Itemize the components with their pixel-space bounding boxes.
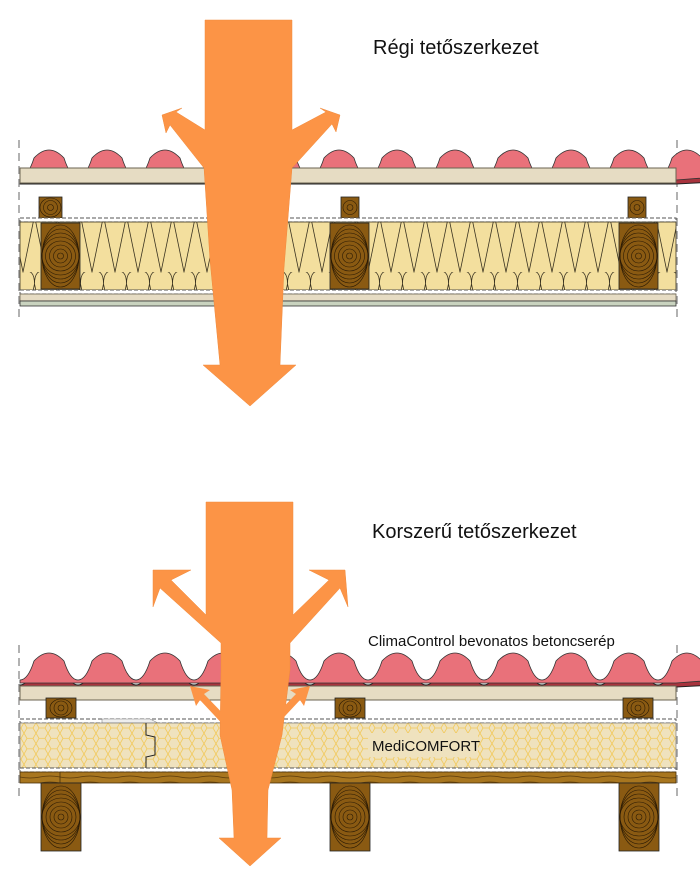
wood-grain-ring <box>330 224 369 288</box>
rafters <box>40 222 659 290</box>
wood-grain-ring <box>346 204 354 211</box>
wood-grain-ring <box>623 801 655 833</box>
vapor-membrane-top <box>19 217 677 223</box>
modern-roof-section: MediCOMFORT Korszerű tetőszerkezetClimaCo… <box>18 501 700 867</box>
wood-grain-ring <box>334 801 366 833</box>
wood-grain-ring <box>342 200 358 215</box>
wood-grain-ring <box>57 704 65 712</box>
rafter <box>329 782 371 852</box>
wooden-decking <box>19 771 677 784</box>
insulation-label-bg <box>368 733 478 757</box>
tile-label: ClimaControl bevonatos betoncserép <box>368 633 615 650</box>
wood-grain-ring <box>49 698 73 718</box>
counter-batten <box>38 196 63 219</box>
wood-grain-ring <box>338 698 362 718</box>
counter-batten <box>45 697 77 719</box>
wood-grain-ring <box>629 200 645 215</box>
wood-grain-ring <box>619 224 658 288</box>
wood-grain-ring <box>627 805 651 829</box>
heat-flow-arrow <box>152 501 349 867</box>
heat-flow-arrow <box>161 19 341 407</box>
wood-grain-ring <box>41 785 81 849</box>
pir-insulation-board <box>19 722 677 769</box>
wood-grain-ring <box>635 813 643 821</box>
wood-grain-ring <box>630 700 646 716</box>
wood-grain-ring <box>338 244 361 268</box>
vapor-membrane-bottom <box>19 289 677 295</box>
old-roof-section: Régi tetőszerkezet <box>18 19 700 407</box>
wood-grain-ring <box>53 700 69 716</box>
wood-grain-ring <box>623 240 654 272</box>
wood-grain-ring <box>45 801 77 833</box>
wood-grain-ring <box>627 244 650 268</box>
wood-grain-ring <box>334 240 365 272</box>
inner-lining-board <box>19 293 677 302</box>
wood-grain-ring <box>57 813 65 821</box>
wood-grain-ring <box>43 200 58 215</box>
wood-grain-ring <box>342 700 358 716</box>
insulation-label: MediCOMFORT <box>372 738 480 755</box>
wood-grain-ring <box>57 252 64 260</box>
wood-grain-ring <box>346 704 354 712</box>
wood-grain-ring <box>635 252 642 260</box>
wood-grain-ring <box>634 704 642 712</box>
wood-grain-ring <box>53 248 68 264</box>
counter-battens <box>45 697 654 719</box>
wood-grain-ring <box>346 813 354 821</box>
membrane-bottom <box>19 767 677 773</box>
coated-concrete-roof-tiles <box>19 652 700 688</box>
wood-grain-ring <box>626 698 650 718</box>
modern-roof-title: Korszerű tetőszerkezet <box>372 521 577 543</box>
wood-grain-ring <box>53 809 69 825</box>
wood-grain-ring <box>631 809 647 825</box>
counter-batten <box>340 196 360 219</box>
reflected-heat-arrow-right <box>267 686 310 730</box>
old-roof-title: Régi tetőszerkezet <box>373 37 539 59</box>
wood-grain-ring <box>49 805 73 829</box>
wood-grain-ring <box>41 224 80 288</box>
rafter <box>40 782 82 852</box>
wood-grain-ring <box>49 244 72 268</box>
wood-grain-ring <box>39 197 62 218</box>
wood-grain-ring <box>45 240 76 272</box>
rafter <box>618 782 660 852</box>
wood-grain-ring <box>619 785 659 849</box>
membrane-overlap <box>101 718 159 724</box>
counter-batten <box>334 697 366 719</box>
wood-grain-ring <box>631 248 646 264</box>
counter-batten <box>627 196 647 219</box>
wood-grain-ring <box>330 785 370 849</box>
tile-batten-board <box>19 167 677 184</box>
counter-battens <box>38 196 647 219</box>
wood-grain-ring <box>342 809 358 825</box>
counter-batten <box>622 697 654 719</box>
rafters <box>40 782 660 852</box>
wood-grain-ring <box>47 204 54 211</box>
wood-grain-ring <box>346 252 353 260</box>
wood-grain-ring <box>342 248 357 264</box>
tile-upper-layer <box>19 652 700 684</box>
reflected-heat-arrow-left <box>190 686 233 730</box>
tongue-groove-joint <box>145 723 156 768</box>
inner-ceiling-panel <box>19 300 677 307</box>
wood-grain-ring <box>338 805 362 829</box>
wood-grain-ring <box>633 204 641 211</box>
